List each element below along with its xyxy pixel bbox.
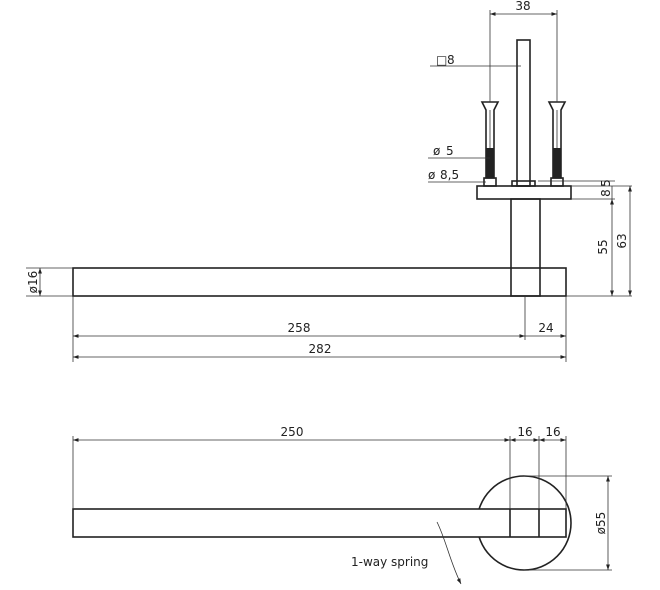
dim-label-24: 24	[538, 321, 553, 335]
dim-label-16: 16	[26, 271, 40, 286]
dim-label-16a: 16	[517, 425, 532, 439]
dim-label-250: 250	[281, 425, 304, 439]
diameter-symbol: ø	[26, 286, 40, 293]
dim-label-258: 258	[288, 321, 311, 335]
square-symbol: □	[436, 53, 447, 67]
dim-label-8-5: 8,5	[440, 168, 459, 182]
leader-screw-diameter: ø 5	[428, 144, 490, 159]
dim-label-63: 63	[615, 233, 629, 248]
dim-label-16b: 16	[545, 425, 560, 439]
dim-rosette-diameter: ø55	[524, 475, 612, 571]
leader-square: □ 8	[430, 53, 521, 67]
screw-left	[480, 101, 500, 187]
dim-horizontal: 258 24 282	[72, 296, 567, 362]
spindle	[516, 39, 531, 187]
spindle-nut	[511, 180, 536, 187]
dim-label-282: 282	[309, 342, 332, 356]
vertical-post	[510, 198, 541, 297]
diameter-symbol: ø	[433, 144, 440, 158]
spring-note: 1-way spring	[351, 555, 428, 569]
dim-top-view-length: 250 16 16	[72, 425, 567, 509]
side-view: 38 □ 8 ø 5 ø 8,5 ø16	[26, 0, 632, 362]
dim-rod-diameter: ø16	[26, 267, 73, 297]
dim-label-square: 8	[447, 53, 455, 67]
dim-label-plate: 5	[599, 179, 613, 187]
dim-label-38: 38	[515, 0, 530, 13]
leader-washer-diameter: ø 8,5	[428, 168, 486, 183]
dim-right-vertical: 8 5 55 63	[538, 179, 632, 297]
top-view: 250 16 16 ø55 1-way spring	[72, 425, 612, 585]
dim-label-8: 8	[599, 189, 613, 197]
svg-text:ø55: ø55	[594, 512, 608, 535]
dim-label-5: 5	[446, 144, 454, 158]
dim-label-55-rosette: 55	[594, 512, 608, 527]
towel-arm	[72, 267, 567, 297]
svg-text:ø16: ø16	[26, 271, 40, 294]
spring-annotation: 1-way spring	[351, 521, 462, 585]
dim-label-55: 55	[596, 239, 610, 254]
screw-right	[547, 101, 567, 187]
diameter-symbol: ø	[428, 168, 435, 182]
towel-arm-top	[72, 508, 567, 538]
dim-top-width: 38	[489, 0, 558, 102]
diameter-symbol: ø	[594, 527, 608, 534]
mounting-plate	[476, 185, 572, 200]
